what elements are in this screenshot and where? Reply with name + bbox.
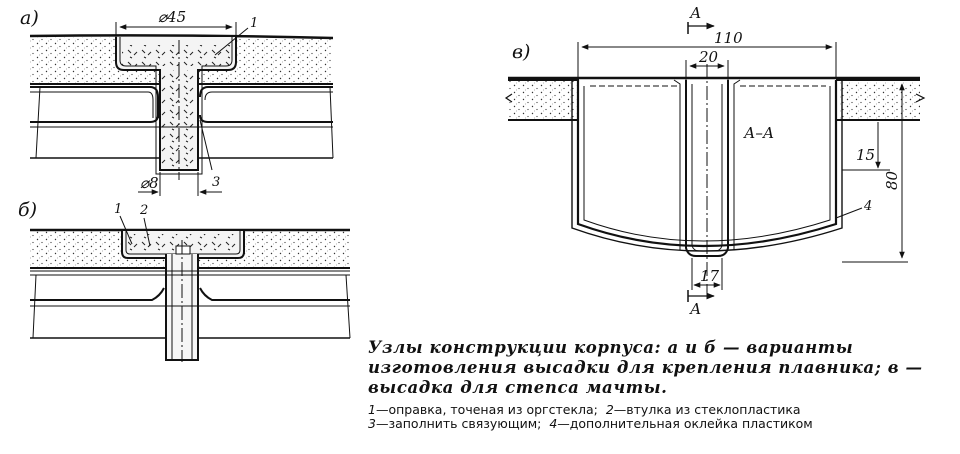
svg-text:110: 110 (714, 29, 743, 47)
view-v-callout-4: 4 (835, 199, 872, 219)
view-v-section-mark-bottom: А (687, 290, 715, 318)
note-number: 4 (549, 416, 558, 431)
svg-text:1: 1 (114, 202, 122, 217)
svg-text:2: 2 (139, 203, 148, 218)
svg-text:20: 20 (698, 48, 719, 66)
note-text: —дополнительная оклейка пластиком (557, 416, 813, 431)
view-b-label: б) (18, 199, 37, 221)
view-a-diameter-45: ⌀45 (158, 8, 186, 26)
view-a-insert (115, 37, 237, 180)
view-v-section-label: А–А (743, 124, 774, 142)
view-v-deck (504, 76, 926, 121)
svg-text:3: 3 (212, 175, 220, 190)
svg-text:А: А (689, 4, 701, 22)
view-a-callout-3: 3 (199, 119, 220, 190)
view-v-dimension-20: 20 (685, 48, 729, 80)
caption-notes-line-1: 1—оправка, точеная из оргстекла; 2—втулк… (368, 403, 953, 417)
view-b-fin-box (30, 270, 351, 339)
view-v-dimension-17: 17 (691, 258, 723, 290)
svg-text:15: 15 (856, 146, 875, 164)
note-text: —втулка из стеклопластика (613, 402, 801, 417)
svg-text:4: 4 (863, 199, 872, 214)
view-b-callout-2: 2 (139, 203, 151, 247)
note-number: 1 (368, 402, 376, 417)
view-b-insert (121, 231, 245, 362)
view-a-fin-box (30, 86, 334, 159)
view-a-dimension-8: ⌀8 (138, 172, 222, 196)
note-text: —оправка, точеная из оргстекла; (375, 402, 598, 417)
view-v-label: в) (512, 41, 530, 63)
view-a: а) (20, 7, 334, 196)
svg-text:80: 80 (883, 170, 901, 190)
note-text: —заполнить связующим; (375, 416, 542, 431)
view-a-callout-1: 1 (214, 16, 258, 56)
view-v: в) А (504, 4, 926, 318)
svg-text:17: 17 (700, 267, 720, 285)
figure-caption: Узлы конструкции корпуса: а и б — вариан… (368, 338, 953, 431)
view-v-section-mark-top: А (687, 4, 715, 34)
view-b-callout-1: 1 (114, 202, 133, 245)
caption-main-text: Узлы конструкции корпуса: а и б — вариан… (368, 338, 923, 397)
caption-notes-line-2: 3—заполнить связующим; 4—дополнительная … (368, 417, 953, 431)
note-number: 3 (368, 416, 376, 431)
view-a-diameter-8: ⌀8 (140, 174, 159, 192)
view-a-dimension-45: ⌀45 (115, 8, 237, 40)
caption-notes: 1—оправка, точеная из оргстекла; 2—втулк… (368, 403, 953, 431)
view-v-step-tube (673, 64, 741, 294)
note-number: 2 (605, 402, 614, 417)
svg-text:А: А (689, 300, 701, 318)
view-a-label: а) (20, 7, 39, 29)
view-v-dimension-15: 15 (842, 122, 890, 171)
view-v-dimension-80: 80 (842, 83, 908, 263)
view-v-dimension-110: 110 (577, 29, 837, 78)
svg-text:1: 1 (250, 16, 258, 31)
view-b: б) 1 2 (18, 199, 351, 362)
